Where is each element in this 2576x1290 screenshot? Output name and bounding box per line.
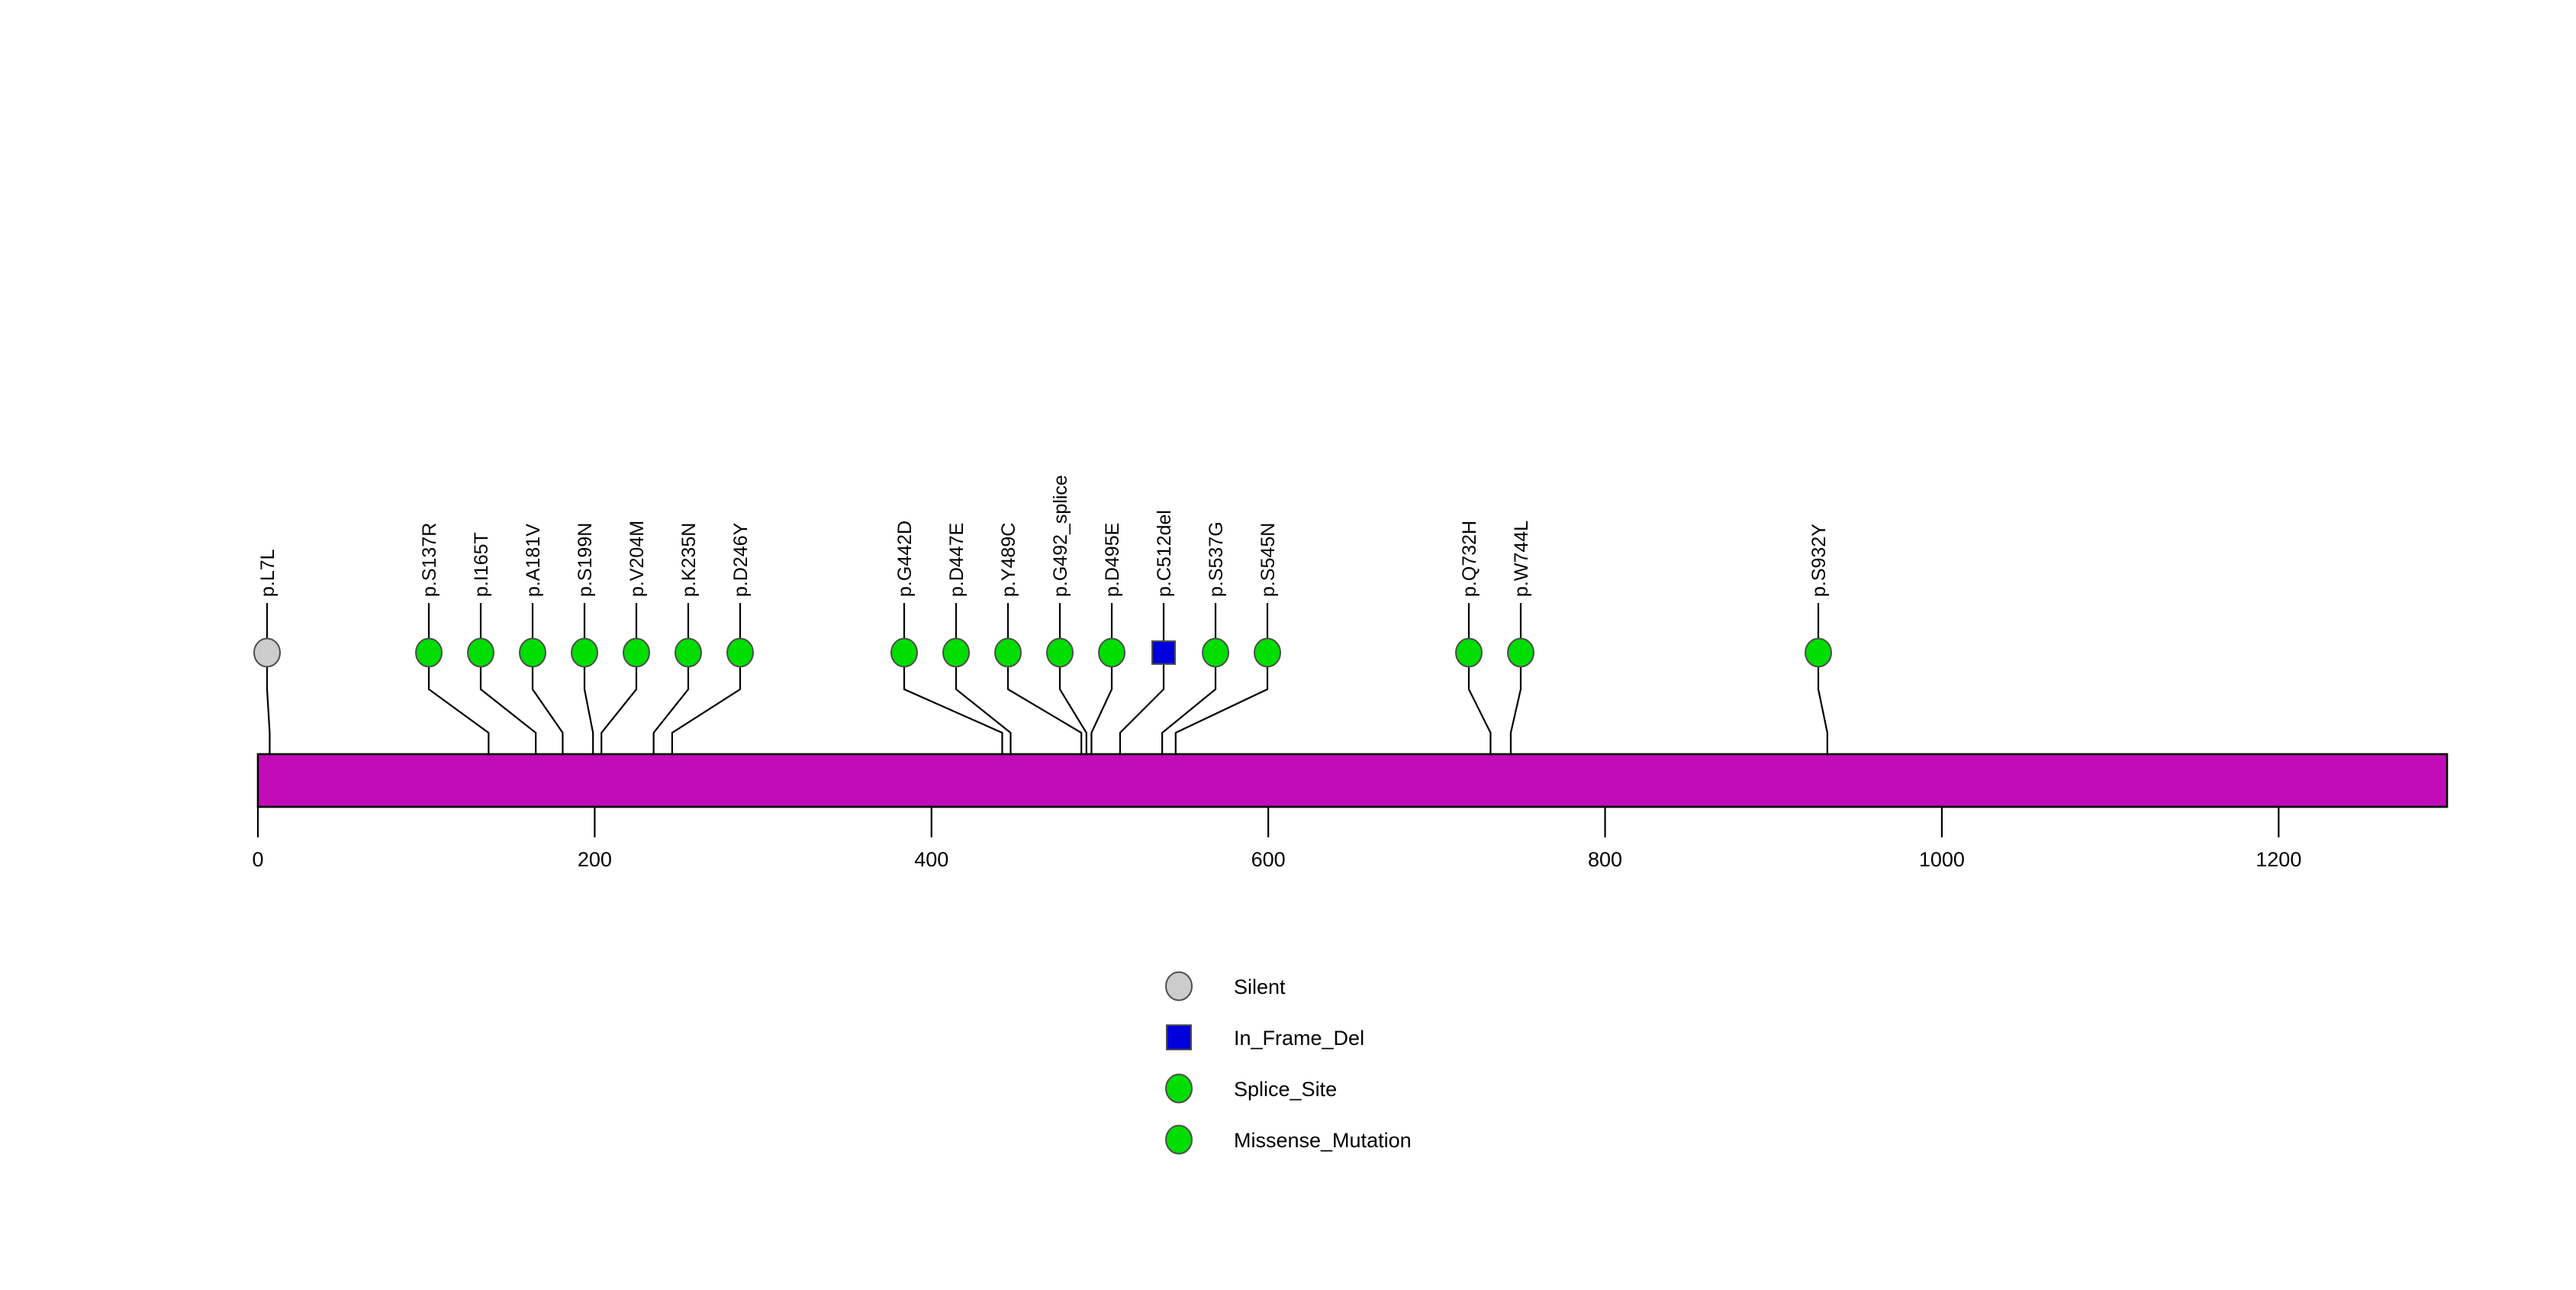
mutation-label: p.I165T (471, 532, 492, 597)
mutation-label: p.D447E (946, 523, 968, 597)
mutation-label: p.G492_splice (1050, 475, 1071, 597)
legend-label-splice_site: Splice_Site (1234, 1078, 1337, 1101)
legend-label-silent: Silent (1234, 976, 1286, 998)
x-axis-group: 0 200 400 600 800 1000 1200 (252, 805, 2447, 871)
mutation-marker-p-q732h[interactable] (1455, 637, 1483, 668)
mutation-marker-p-c512del[interactable] (1151, 640, 1176, 665)
mutation-label: p.D246Y (730, 522, 752, 597)
legend-label-in_frame_del: In_Frame_Del (1234, 1027, 1364, 1050)
mutation-marker-p-i165t[interactable] (467, 637, 494, 668)
x-axis-tick-label: 400 (914, 848, 948, 871)
mutation-marker-p-g492-splice[interactable] (1046, 637, 1074, 668)
legend-group: SilentIn_Frame_DelSplice_SiteMissense_Mu… (1165, 971, 1412, 1155)
mutation-label: p.K235N (678, 523, 700, 597)
mutation-marker-p-d447e[interactable] (942, 637, 970, 668)
mutation-label: p.D495E (1102, 523, 1123, 597)
mutation-labels-group: p.L7L p.S137R p.I165T p.A181V p.S199N p.V204M… (257, 475, 1830, 597)
mutation-label: p.S137R (419, 523, 440, 597)
mutation-label: p.S199N (575, 523, 596, 597)
mutation-label: p.G442D (894, 521, 916, 597)
legend-swatch-missense_mutation (1165, 1124, 1193, 1155)
mutation-label: p.S545N (1257, 523, 1279, 597)
mutation-label: p.W744L (1511, 521, 1532, 597)
mutation-label: p.A181V (523, 524, 544, 597)
x-axis-tick-label: 1000 (1919, 848, 1965, 871)
legend-swatch-in_frame_del (1166, 1024, 1192, 1050)
mutation-marker-p-w744l[interactable] (1507, 637, 1534, 668)
x-axis-tick-label: 800 (1588, 848, 1622, 871)
mutation-label: p.Y489C (998, 523, 1019, 597)
mutation-label: p.V204M (626, 521, 648, 597)
mutation-marker-p-g442d[interactable] (890, 637, 918, 668)
mutation-marker-p-a181v[interactable] (519, 637, 546, 668)
legend-label-missense_mutation: Missense_Mutation (1234, 1129, 1412, 1152)
mutation-label: p.S932Y (1808, 524, 1830, 597)
x-axis-tick-label: 0 (252, 848, 263, 871)
mutation-marker-p-v204m[interactable] (623, 637, 650, 668)
protein-backbone-group (256, 753, 2449, 808)
legend-swatch-splice_site (1165, 1073, 1193, 1104)
x-axis-tick-label: 1200 (2256, 848, 2301, 871)
mutation-markers-group (253, 637, 1832, 668)
mutation-marker-p-d495e[interactable] (1098, 637, 1125, 668)
mutation-marker-p-s545n[interactable] (1254, 637, 1281, 668)
mutation-marker-p-d246y[interactable] (726, 637, 754, 668)
protein-backbone-bar (256, 753, 2449, 808)
mutation-marker-p-k235n[interactable] (675, 637, 702, 668)
mutation-marker-p-l7l[interactable] (253, 637, 281, 668)
x-axis-tick-label: 600 (1251, 848, 1286, 871)
mutation-marker-p-s199n[interactable] (571, 637, 598, 668)
mutation-label: p.Q732H (1459, 521, 1480, 597)
mutation-marker-p-s137r[interactable] (415, 637, 443, 668)
mutation-label: p.L7L (257, 549, 279, 597)
mutation-marker-p-s932y[interactable] (1805, 637, 1832, 668)
x-axis-tick-label: 200 (578, 848, 612, 871)
legend-swatch-silent (1165, 971, 1193, 1001)
mutation-label: p.S537G (1206, 521, 1227, 597)
mutation-label: p.C512del (1154, 510, 1175, 597)
mutation-marker-p-y489c[interactable] (994, 637, 1022, 668)
mutation-marker-p-s537g[interactable] (1202, 637, 1229, 668)
